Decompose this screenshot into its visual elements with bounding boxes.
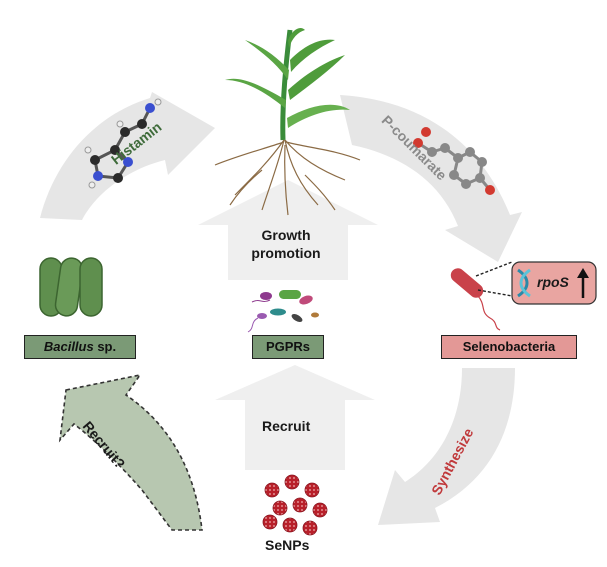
histamine-molecule-icon bbox=[84, 98, 162, 189]
coumarate-arrow bbox=[340, 95, 522, 262]
rpos-label: rpoS bbox=[537, 274, 569, 290]
growth-line-1: Growth bbox=[261, 227, 311, 243]
recruit-question-arrow bbox=[58, 373, 203, 531]
growth-promotion-label: Growth promotion bbox=[236, 226, 336, 262]
recruit-center-label: Recruit bbox=[262, 418, 311, 434]
nanoparticles-icon bbox=[262, 474, 328, 536]
growth-line-2: promotion bbox=[251, 245, 321, 261]
bacillus-rods-icon bbox=[39, 257, 103, 317]
recruit-up-arrow bbox=[215, 365, 375, 470]
senp-particle bbox=[302, 520, 318, 536]
senps-label: SeNPs bbox=[265, 537, 310, 553]
selenobacteria-box: Selenobacteria bbox=[441, 335, 577, 359]
growth-up-arrow bbox=[198, 180, 378, 280]
rod-bacterium-icon bbox=[450, 261, 597, 331]
senp-particle bbox=[282, 517, 298, 533]
senp-particle bbox=[312, 502, 328, 518]
bacillus-genus: Bacillus bbox=[43, 339, 94, 354]
up-arrow-icon bbox=[577, 268, 589, 298]
coumarate-molecule-icon bbox=[413, 127, 495, 195]
synthesize-arrow bbox=[378, 368, 515, 525]
maize-plant-icon bbox=[214, 28, 361, 216]
senp-particle bbox=[262, 514, 278, 530]
histamin-arrow bbox=[40, 92, 215, 220]
senp-particle bbox=[284, 474, 300, 490]
senp-particle bbox=[264, 482, 280, 498]
senp-particle bbox=[272, 500, 288, 516]
senp-particle bbox=[304, 482, 320, 498]
mixed-bacteria-icon bbox=[247, 290, 319, 333]
pgprs-box: PGPRs bbox=[252, 335, 324, 359]
bacillus-suffix: sp. bbox=[93, 339, 117, 354]
senp-particle bbox=[292, 497, 308, 513]
dna-helix-icon bbox=[517, 268, 531, 298]
bacillus-box: Bacillus sp. bbox=[24, 335, 136, 359]
